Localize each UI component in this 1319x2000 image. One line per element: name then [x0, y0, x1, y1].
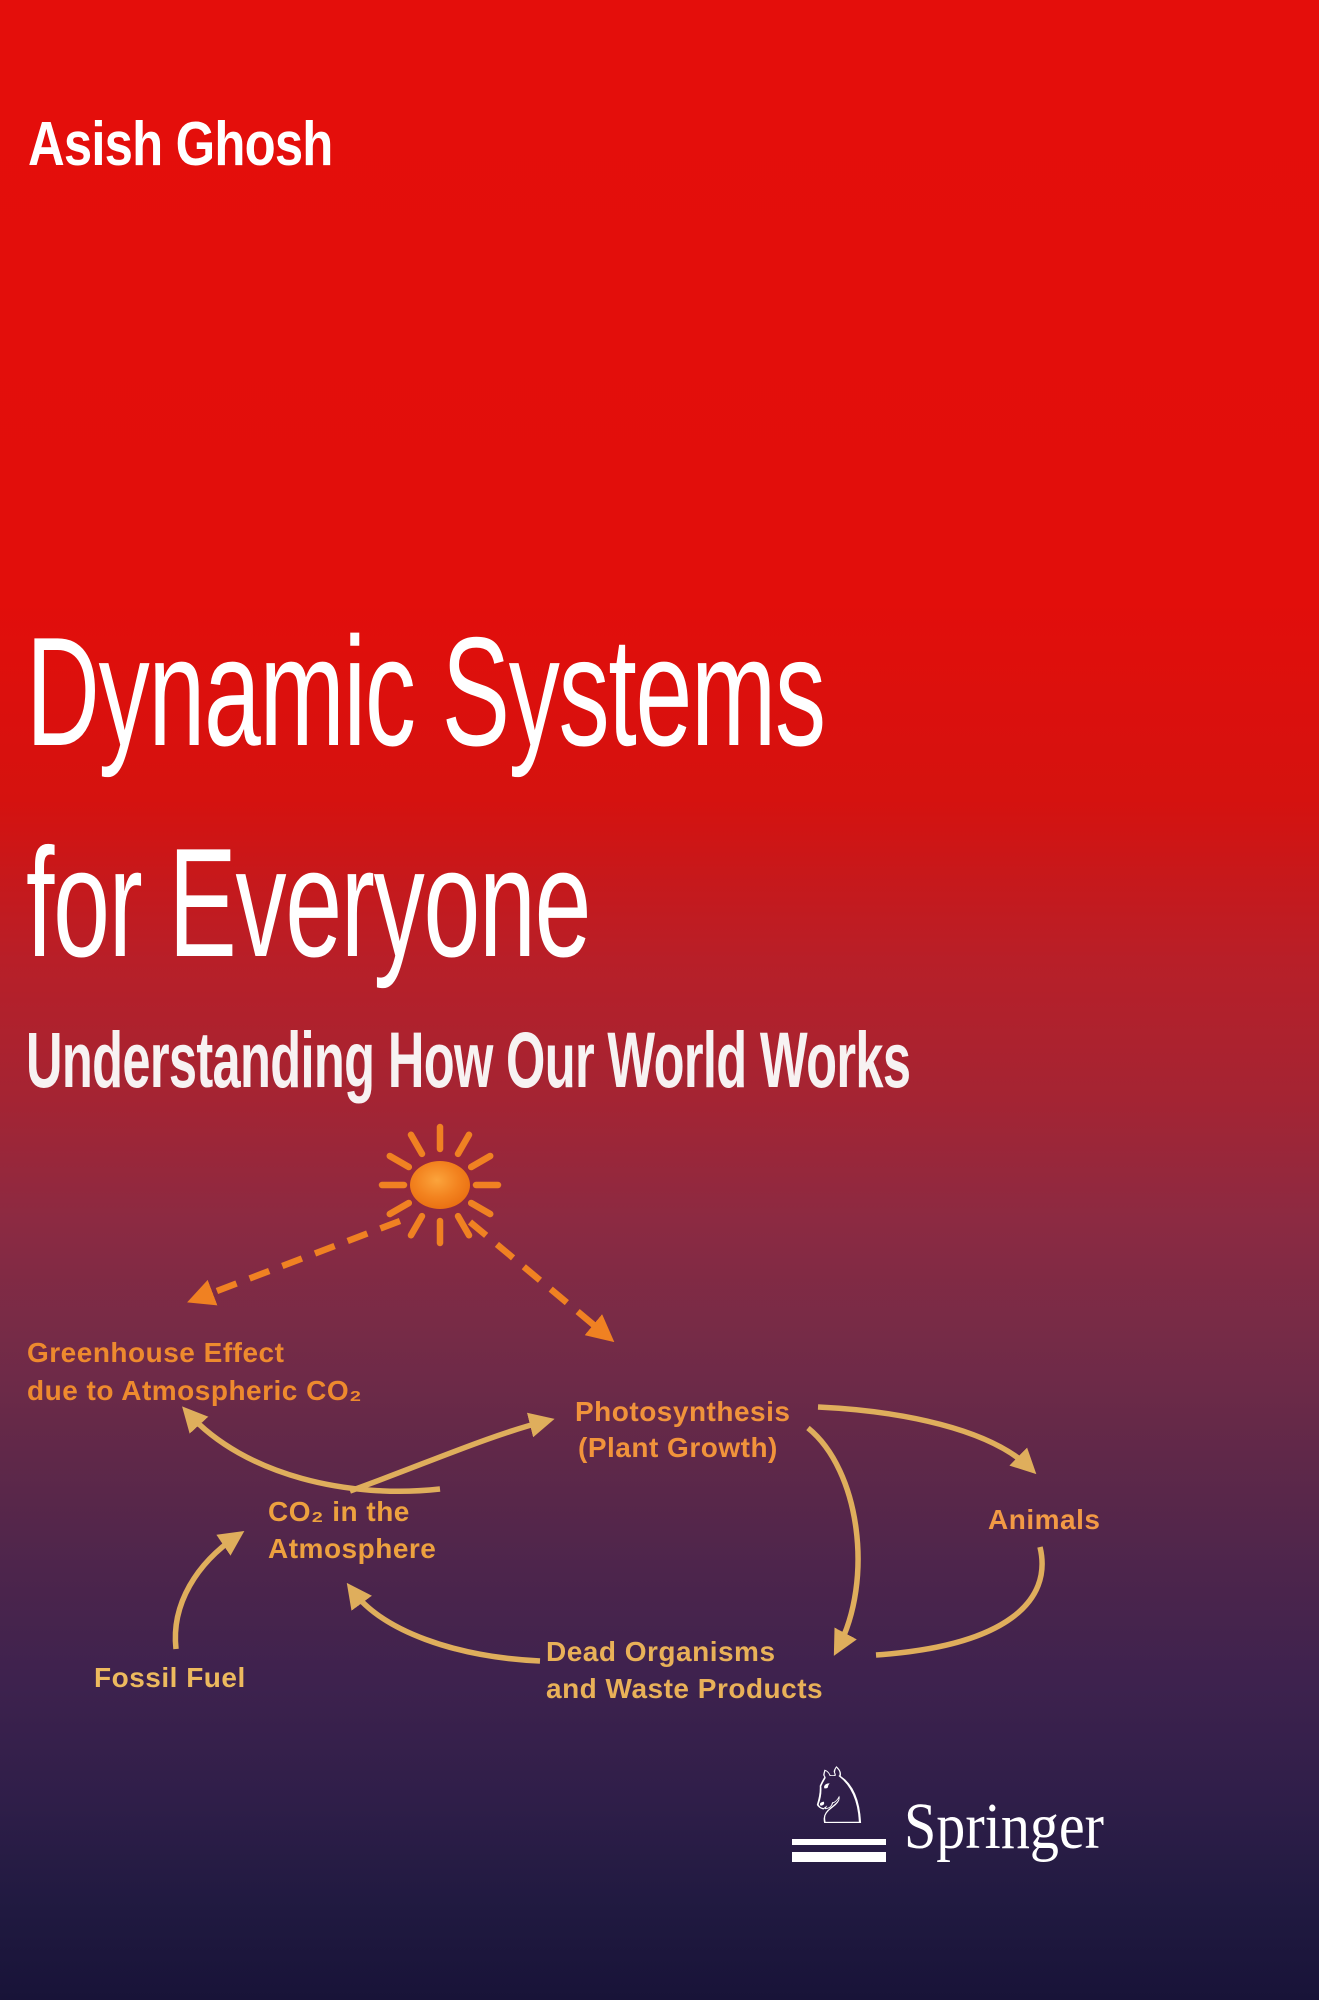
author-name: Asish Ghosh — [28, 110, 333, 179]
co2-atmosphere-label-line2: Atmosphere — [268, 1533, 436, 1564]
photosynthesis-label-line2: (Plant Growth) — [578, 1432, 778, 1463]
dead-organisms-label-line2: and Waste Products — [546, 1673, 823, 1704]
greenhouse-effect-label-line2: due to Atmospheric CO₂ — [27, 1375, 362, 1406]
arrow-co2-to-greenhouse — [182, 1406, 441, 1494]
arrow-dead-organisms-to-co2 — [346, 1582, 541, 1664]
sunlight-arrow-to-photosynthesis — [467, 1219, 615, 1343]
book-subtitle: Understanding How Our World Works — [26, 1015, 911, 1104]
dead-organisms-label-line1: Dead Organisms — [546, 1636, 776, 1667]
arrow-fossil-fuel-to-co2 — [172, 1531, 245, 1650]
arrow-photosynthesis-to-animals — [817, 1404, 1037, 1475]
arrow-co2-to-photosynthesis — [349, 1412, 555, 1494]
photosynthesis-label-line1: Photosynthesis — [575, 1396, 790, 1427]
arrow-photosynthesis-to-dead-organisms — [806, 1425, 861, 1656]
logo-bar-thick — [792, 1851, 886, 1862]
chess-knight-icon: ♘ — [804, 1752, 874, 1842]
sunlight-arrow-to-greenhouse — [187, 1217, 402, 1306]
book-title: Dynamic Systems for Everyone — [26, 587, 826, 1009]
co2-atmosphere-label-line1: CO₂ in the — [268, 1496, 410, 1527]
publisher-name: Springer — [904, 1789, 1105, 1863]
fossil-fuel-label: Fossil Fuel — [94, 1662, 246, 1693]
greenhouse-effect-label-line1: Greenhouse Effect — [27, 1337, 284, 1368]
animals-label: Animals — [988, 1504, 1100, 1535]
logo-bar-thin — [792, 1838, 886, 1845]
publisher-logo: ♘ Springer — [792, 1752, 1131, 1863]
carbon-cycle-diagram: Greenhouse Effect due to Atmospheric CO₂… — [27, 1123, 1100, 1704]
title-line-2: for Everyone — [26, 815, 591, 989]
arrow-animals-to-dead-organisms — [875, 1546, 1045, 1658]
title-line-1: Dynamic Systems — [26, 605, 826, 778]
sun-icon — [378, 1123, 502, 1247]
springer-horse-emblem: ♘ — [792, 1752, 886, 1862]
